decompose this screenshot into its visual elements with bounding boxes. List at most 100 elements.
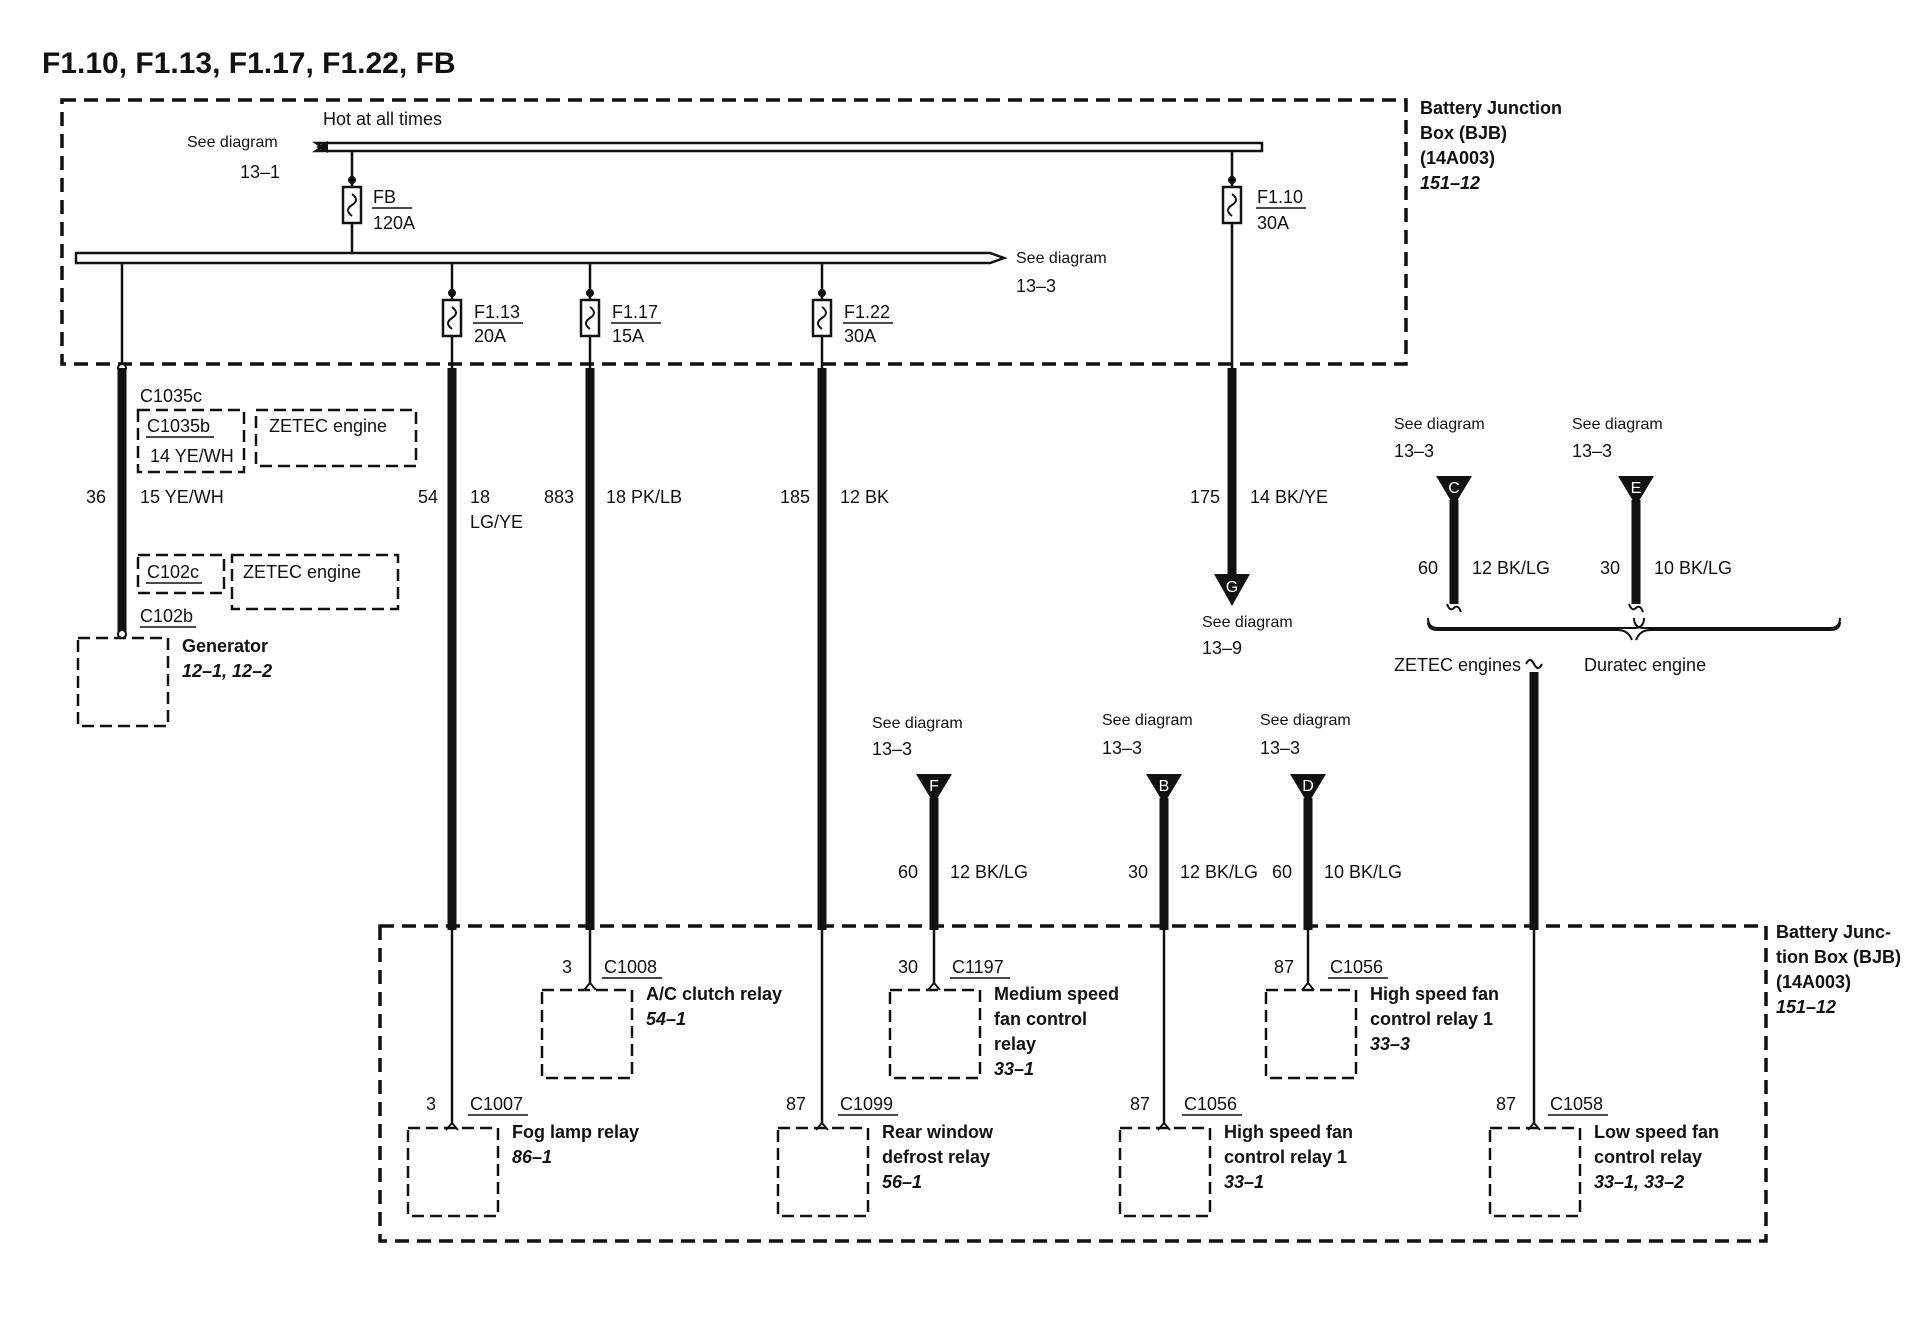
fb-name: FB [373, 187, 396, 207]
c102c-box [136, 553, 226, 595]
hs-bot-relay-box [1118, 1126, 1212, 1218]
c1035b-box [136, 408, 246, 474]
bjb-top-ref: 151–12 [1420, 173, 1480, 193]
fb-junction [348, 176, 356, 184]
rear-relay-ref: 56–1 [882, 1172, 922, 1192]
fb-fuse-symbol [347, 193, 357, 217]
rear-relay-box [776, 1126, 870, 1218]
terminal-g-letter: G [1226, 579, 1238, 596]
bjb-top-box [60, 98, 1408, 366]
bjb-bottom-label-3: (14A003) [1776, 972, 1851, 992]
bjb-top-label-3: (14A003) [1420, 148, 1495, 168]
e-circuit-num: 30 [1600, 558, 1620, 578]
c-circuit-wire: 12 BK/LG [1472, 558, 1550, 578]
ac-relay-conn: C1008 [604, 957, 657, 977]
e-circuit-wire: 10 BK/LG [1654, 558, 1732, 578]
fog-circuit-wire-1: 18 [470, 487, 490, 507]
f113-name: F1.13 [474, 302, 520, 322]
f122-rating: 30A [844, 326, 876, 346]
terminal-b-letter: B [1159, 778, 1170, 795]
ac-circuit-num: 883 [544, 487, 574, 507]
low-relay-ref: 33–1, 33–2 [1594, 1172, 1684, 1192]
ref-13-3-d: 13–3 [1260, 738, 1300, 758]
main-bus [74, 251, 1008, 265]
hot-label: Hot at all times [323, 109, 442, 129]
gen-circuit-num: 36 [86, 487, 106, 507]
rear-relay-conn: C1099 [840, 1094, 893, 1114]
terminal-d [1290, 774, 1326, 804]
see-diagram-13-3-bus: See diagram [1016, 250, 1107, 267]
engine-brace-right [1633, 617, 1841, 629]
hs-top-relay-name-1: High speed fan [1370, 984, 1499, 1004]
f-circuit-wire: 12 BK/LG [950, 862, 1028, 882]
g-circuit-wire: 14 BK/YE [1250, 487, 1328, 507]
bjb-top-label-2: Box (BJB) [1420, 123, 1507, 143]
low-relay-conn: C1058 [1550, 1094, 1603, 1114]
fog-circuit-num: 54 [418, 487, 438, 507]
fb-rating: 120A [373, 213, 415, 233]
f122-junction [818, 289, 826, 297]
f117-junction [586, 289, 594, 297]
d-circuit-wire: 10 BK/LG [1324, 862, 1402, 882]
hs-bot-relay-name-1: High speed fan [1224, 1122, 1353, 1142]
ac-relay-ref: 54–1 [646, 1009, 686, 1029]
see-diagram-b: See diagram [1102, 712, 1193, 729]
f113-junction [448, 289, 456, 297]
fog-relay-pin: 3 [426, 1094, 436, 1114]
bjb-bottom-label-1: Battery Junc- [1776, 922, 1891, 942]
zetec-box-2 [230, 553, 400, 611]
fog-circuit-wire-2: LG/YE [470, 512, 523, 532]
f117-name: F1.17 [612, 302, 658, 322]
med-relay-pin: 30 [898, 957, 918, 977]
terminal-d-letter: D [1302, 778, 1314, 795]
zetec-engines-label: ZETEC engines [1394, 655, 1521, 675]
c102b-label: C102b [140, 606, 193, 626]
terminal-g [1214, 574, 1250, 606]
f117-fuse-symbol [585, 306, 595, 330]
f113-fuse-symbol [447, 306, 457, 330]
hs-top-relay-name-2: control relay 1 [1370, 1009, 1493, 1029]
ac-relay-pin-mark [583, 981, 597, 991]
hs-bot-relay-ref: 33–1 [1224, 1172, 1264, 1192]
f117-rating: 15A [612, 326, 644, 346]
rear-circuit-wire: 12 BK [840, 487, 889, 507]
low-wire-break [1525, 659, 1543, 669]
med-relay-name-2: fan control [994, 1009, 1087, 1029]
ac-relay-name: A/C clutch relay [646, 984, 782, 1004]
ref-13-3-bus: 13–3 [1016, 276, 1056, 296]
terminal-f [916, 774, 952, 804]
engine-brace-left [1427, 617, 1645, 629]
med-relay-name-1: Medium speed [994, 984, 1119, 1004]
low-relay-pin: 87 [1496, 1094, 1516, 1114]
ref-13-3-b: 13–3 [1102, 738, 1142, 758]
ac-relay-pin: 3 [562, 957, 572, 977]
d-circuit-num: 60 [1272, 862, 1292, 882]
ac-relay-box [540, 988, 634, 1080]
med-relay-name-3: relay [994, 1034, 1036, 1054]
zetec-brace [1427, 621, 1633, 641]
rear-relay-name-1: Rear window [882, 1122, 994, 1142]
med-relay-pin-mark [927, 981, 941, 991]
b-circuit-wire: 12 BK/LG [1180, 862, 1258, 882]
gen-circuit-wire: 15 YE/WH [140, 487, 224, 507]
hs-bot-relay-name-2: control relay 1 [1224, 1147, 1347, 1167]
hs-top-relay-box [1264, 988, 1358, 1080]
rear-circuit-num: 185 [780, 487, 810, 507]
hs-bot-relay-pin: 87 [1130, 1094, 1150, 1114]
c102c-label: C102c [147, 562, 199, 582]
c1035b-wire: 14 YE/WH [150, 446, 234, 466]
terminal-c-letter: C [1448, 480, 1460, 497]
terminal-f-letter: F [929, 778, 939, 795]
g-circuit-num: 175 [1190, 487, 1220, 507]
hot-bus [311, 141, 1264, 153]
fog-relay-box [406, 1126, 500, 1218]
f122-name: F1.22 [844, 302, 890, 322]
bjb-top-label-1: Battery Junction [1420, 98, 1562, 118]
see-diagram-c: See diagram [1394, 416, 1485, 433]
f122-fuse-symbol [817, 306, 827, 330]
f110-junction [1228, 176, 1236, 184]
generator-ref: 12–1, 12–2 [182, 661, 272, 681]
c-circuit-num: 60 [1418, 558, 1438, 578]
zetec-label-1: ZETEC engine [269, 416, 387, 436]
bjb-bottom-label-2: tion Box (BJB) [1776, 947, 1901, 967]
